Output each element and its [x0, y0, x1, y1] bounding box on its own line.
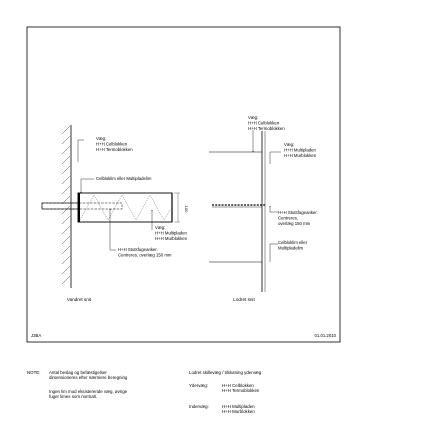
drawing-date: 01.01.2010: [314, 333, 336, 338]
note-line-2: Ingen lim mod eksisterende væg, øvrige f…: [49, 389, 128, 400]
left-anchor-label: H+H Stutsfugeanker. Centreres, overlæg 1…: [118, 247, 172, 258]
drawing-code: J3BA: [31, 333, 41, 338]
left-caption: Vandret snit: [67, 297, 92, 302]
right-caption: Lodret snit: [233, 297, 255, 302]
drawing-frame: [26, 26, 341, 343]
partition-zigzag: [79, 194, 171, 221]
notes-title: Lodret skillevæg / tilslutning ydervæg: [189, 370, 262, 375]
note-line-1: Antal beslag og befæstigelser dimensione…: [49, 370, 128, 381]
right-wall-label-mid: Væg: H+H Multipladen H+H Murblokken: [284, 142, 317, 158]
right-wall-label-top: Væg: H+H Celblokken H+H Termoblokken: [248, 115, 285, 131]
right-anchor-label: H+H Stutsfugeanker. Centreres, overlæg 1…: [278, 210, 319, 226]
outer-wall-label: Ydervæg:: [189, 383, 209, 388]
left-wall-label: Væg: H+H Celblokken H+H Termoblokken: [96, 136, 133, 152]
right-adhesive-label: Celbloklim eller Multipladelim: [278, 240, 308, 251]
left-plate-label: Væg: H+H Multipladen H+H Murblokken: [155, 225, 188, 241]
dimension-label: 100: [184, 206, 189, 213]
horizontal-section: 100 Væg: H+H Celblokken H+H Termoblokken…: [41, 125, 189, 302]
note-label: NOTE:: [27, 370, 41, 375]
adhesive-joint: [78, 193, 80, 222]
partition-wall: [77, 192, 173, 223]
wall-tie: [41, 202, 123, 210]
left-adhesive-label: Celbloklim eller Multipladelim: [96, 176, 152, 181]
inner-wall-label: Indervæg:: [189, 404, 209, 409]
outer-wall-value: H+H Celblokken H+H Termoblokken: [222, 383, 260, 394]
existing-wall-hatch: [61, 125, 71, 285]
vertical-section: Væg: H+H Celblokken H+H Termoblokken Væg…: [209, 115, 319, 302]
inner-wall-value: H+H Multipladen H+H Murblokken: [222, 404, 255, 415]
